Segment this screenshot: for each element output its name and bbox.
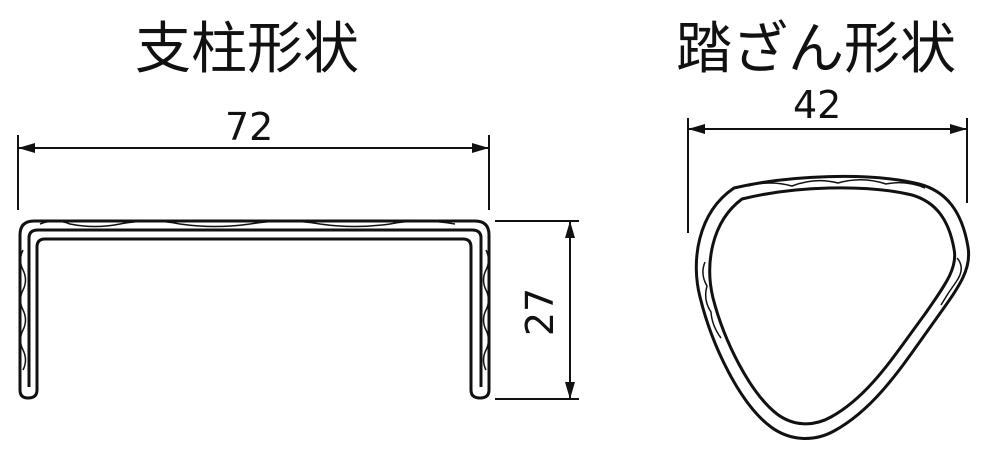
right-width-arrow-right (950, 124, 967, 134)
left-channel-top-ridges (39, 220, 456, 228)
right-width-arrow-left (688, 124, 705, 134)
right-rung-surface-ridges (702, 179, 962, 339)
left-height-arrow-top (565, 221, 575, 238)
left-width-dimension: 72 (17, 105, 490, 210)
right-shape-title: 踏ざん形状 (676, 17, 956, 82)
left-height-arrow-bottom (565, 382, 575, 399)
left-channel-side-ridges-right (482, 249, 490, 371)
right-rung-inner-outline (708, 186, 957, 426)
left-width-arrow-right (472, 143, 489, 153)
left-height-label: 27 (518, 288, 562, 336)
left-shape-title: 支柱形状 (135, 17, 359, 82)
right-width-dimension: 42 (687, 83, 968, 233)
right-rung-outer-outline (694, 174, 971, 440)
left-channel-inner-outline (27, 228, 483, 387)
left-height-dimension: 27 (495, 220, 579, 400)
right-rung-profile (694, 174, 971, 440)
left-channel-outer-outline (18, 219, 491, 400)
left-width-label: 72 (225, 105, 273, 149)
right-width-label: 42 (793, 83, 841, 127)
left-channel-side-ridges-left (19, 249, 27, 371)
left-channel-profile (18, 219, 491, 400)
left-width-arrow-left (18, 143, 35, 153)
